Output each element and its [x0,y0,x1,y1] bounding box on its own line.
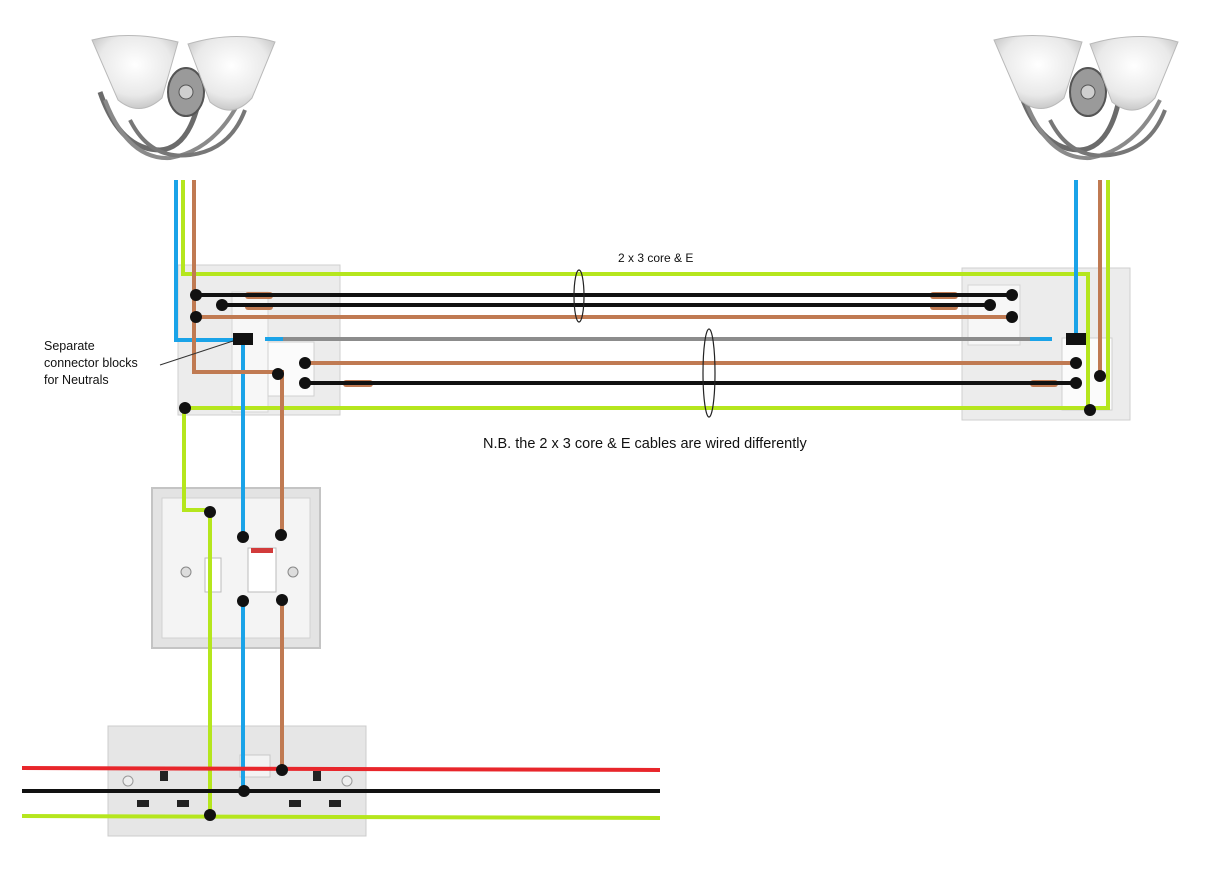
neutral-connector-block-right [1066,333,1086,345]
wall-light-right-icon [993,35,1179,161]
cable-group-ellipse-lower [702,328,716,418]
connector-note-pointer [159,340,234,366]
two-way-switch-right-icon [961,267,1131,421]
wall-light-left-icon [91,35,276,161]
cable-group-ellipse-upper [573,269,585,323]
neutral-connector-block-left [233,333,253,345]
cable-label: 2 x 3 core & E [618,251,694,265]
fused-spur-icon [151,487,321,649]
black-wires [22,293,1076,793]
nb-note: N.B. the 2 x 3 core & E cables are wired… [483,436,807,452]
double-socket-icon [107,725,367,837]
connector-note-line-2: connector blocks [44,356,138,370]
terminal-dots [179,289,1106,821]
supply-red-wire [21,766,661,772]
connector-note: Separate connector blocks for Neutrals [44,338,184,389]
connector-note-line-3: for Neutrals [44,373,109,387]
live-wires [192,180,1102,770]
earth-wires [21,180,1110,820]
connector-note-line-1: Separate [44,339,95,353]
neutral-wires [174,180,1078,792]
